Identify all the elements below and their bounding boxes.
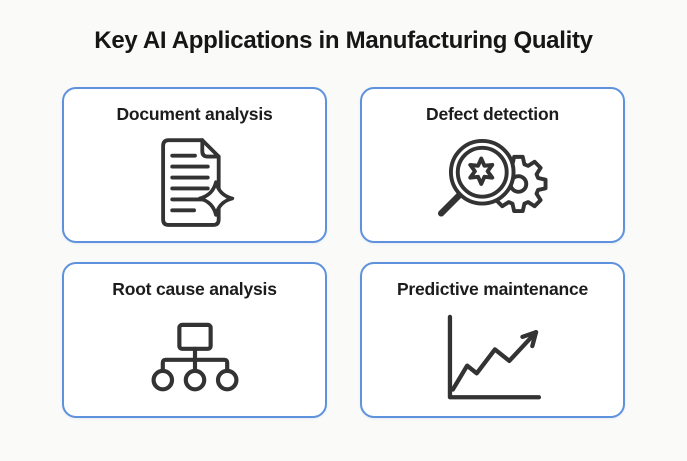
- card-label: Predictive maintenance: [396, 278, 589, 299]
- org-tree-icon: [151, 323, 238, 392]
- document-sparkle-icon: [160, 138, 234, 228]
- magnifier-gear-icon: [437, 139, 547, 217]
- card-label: Root cause analysis: [112, 278, 277, 299]
- card-label: Defect detection: [426, 103, 559, 124]
- icon-area: [362, 301, 623, 416]
- icon-area: [362, 126, 623, 241]
- cards-grid: Document analysis: [62, 86, 625, 418]
- page-title: Key AI Applications in Manufacturing Qua…: [94, 27, 593, 54]
- icon-area: [64, 126, 325, 241]
- card-predictive-maintenance: Predictive maintenance: [360, 261, 625, 418]
- card-root-cause-analysis: Root cause analysis: [62, 261, 327, 418]
- card-defect-detection: Defect detection: [360, 86, 625, 243]
- card-document-analysis: Document analysis: [62, 86, 327, 243]
- trend-arrow-chart-icon: [447, 314, 541, 400]
- card-label: Document analysis: [116, 103, 273, 124]
- icon-area: [64, 301, 325, 416]
